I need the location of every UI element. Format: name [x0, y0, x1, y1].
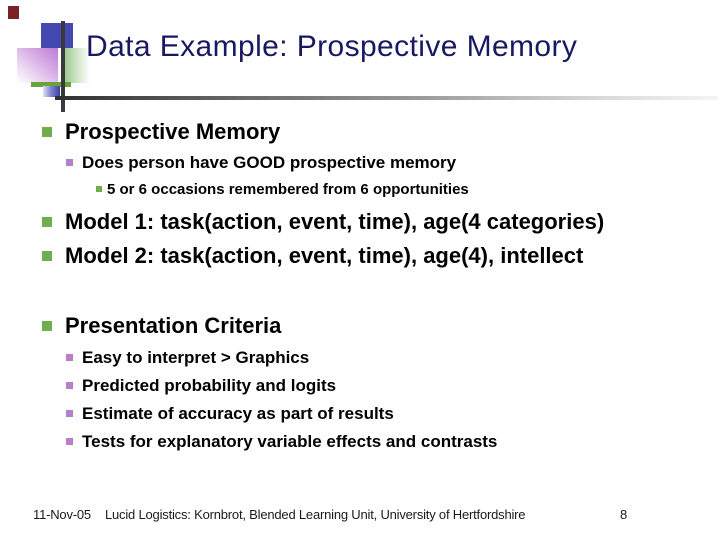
bullet-item: Easy to interpret > Graphics: [66, 347, 309, 368]
decor-blue-gradient-square: [43, 86, 60, 97]
bullet-text: Presentation Criteria: [65, 313, 282, 338]
bullet-text: Model 1: task(action, event, time), age(…: [65, 209, 605, 234]
bullet-square-icon: [66, 438, 73, 445]
bullet-text: Model 2: task(action, event, time), age(…: [65, 243, 584, 268]
decor-green-gradient-rect: [64, 48, 90, 83]
bullet-square-icon: [42, 217, 52, 227]
bullet-item: Model 1: task(action, event, time), age(…: [42, 209, 604, 235]
bullet-square-icon: [96, 186, 102, 192]
bullet-square-icon: [42, 127, 52, 137]
footer-date: 11-Nov-05: [33, 507, 91, 522]
footer-credit: Lucid Logistics: Kornbrot, Blended Learn…: [105, 507, 526, 522]
bullet-item: Predicted probability and logits: [66, 375, 336, 396]
decor-green-bar: [31, 82, 71, 87]
bullet-text: Estimate of accuracy as part of results: [82, 404, 394, 423]
bullet-item: Presentation Criteria: [42, 313, 281, 339]
footer-page-number: 8: [620, 507, 628, 522]
bullet-item: Prospective Memory: [42, 119, 280, 145]
bullet-item: 5 or 6 occasions remembered from 6 oppor…: [96, 180, 469, 199]
bullet-square-icon: [42, 251, 52, 261]
bullet-square-icon: [66, 410, 73, 417]
bullet-square-icon: [42, 321, 52, 331]
bullet-text: Predicted probability and logits: [82, 376, 337, 395]
bullet-item: Tests for explanatory variable effects a…: [66, 431, 497, 452]
bullet-text: Easy to interpret > Graphics: [82, 348, 310, 367]
bullet-item: Does person have GOOD prospective memory: [66, 152, 456, 173]
slide-title: Data Example: Prospective Memory: [86, 30, 578, 63]
bullet-square-icon: [66, 382, 73, 389]
decor-blue-square: [41, 23, 73, 48]
title-underline-rule: [55, 96, 718, 100]
bullet-square-icon: [66, 159, 73, 166]
bullet-text: 5 or 6 occasions remembered from 6 oppor…: [107, 181, 469, 198]
bullet-text: Prospective Memory: [65, 119, 281, 144]
bullet-text: Does person have GOOD prospective memory: [82, 153, 457, 172]
bullet-square-icon: [66, 354, 73, 361]
bullet-item: Model 2: task(action, event, time), age(…: [42, 243, 583, 269]
decor-pink-gradient-square: [17, 48, 58, 83]
bullet-text: Tests for explanatory variable effects a…: [82, 432, 498, 451]
bullet-item: Estimate of accuracy as part of results: [66, 403, 394, 424]
decor-vertical-line: [61, 21, 65, 112]
decor-red-square: [8, 6, 19, 19]
